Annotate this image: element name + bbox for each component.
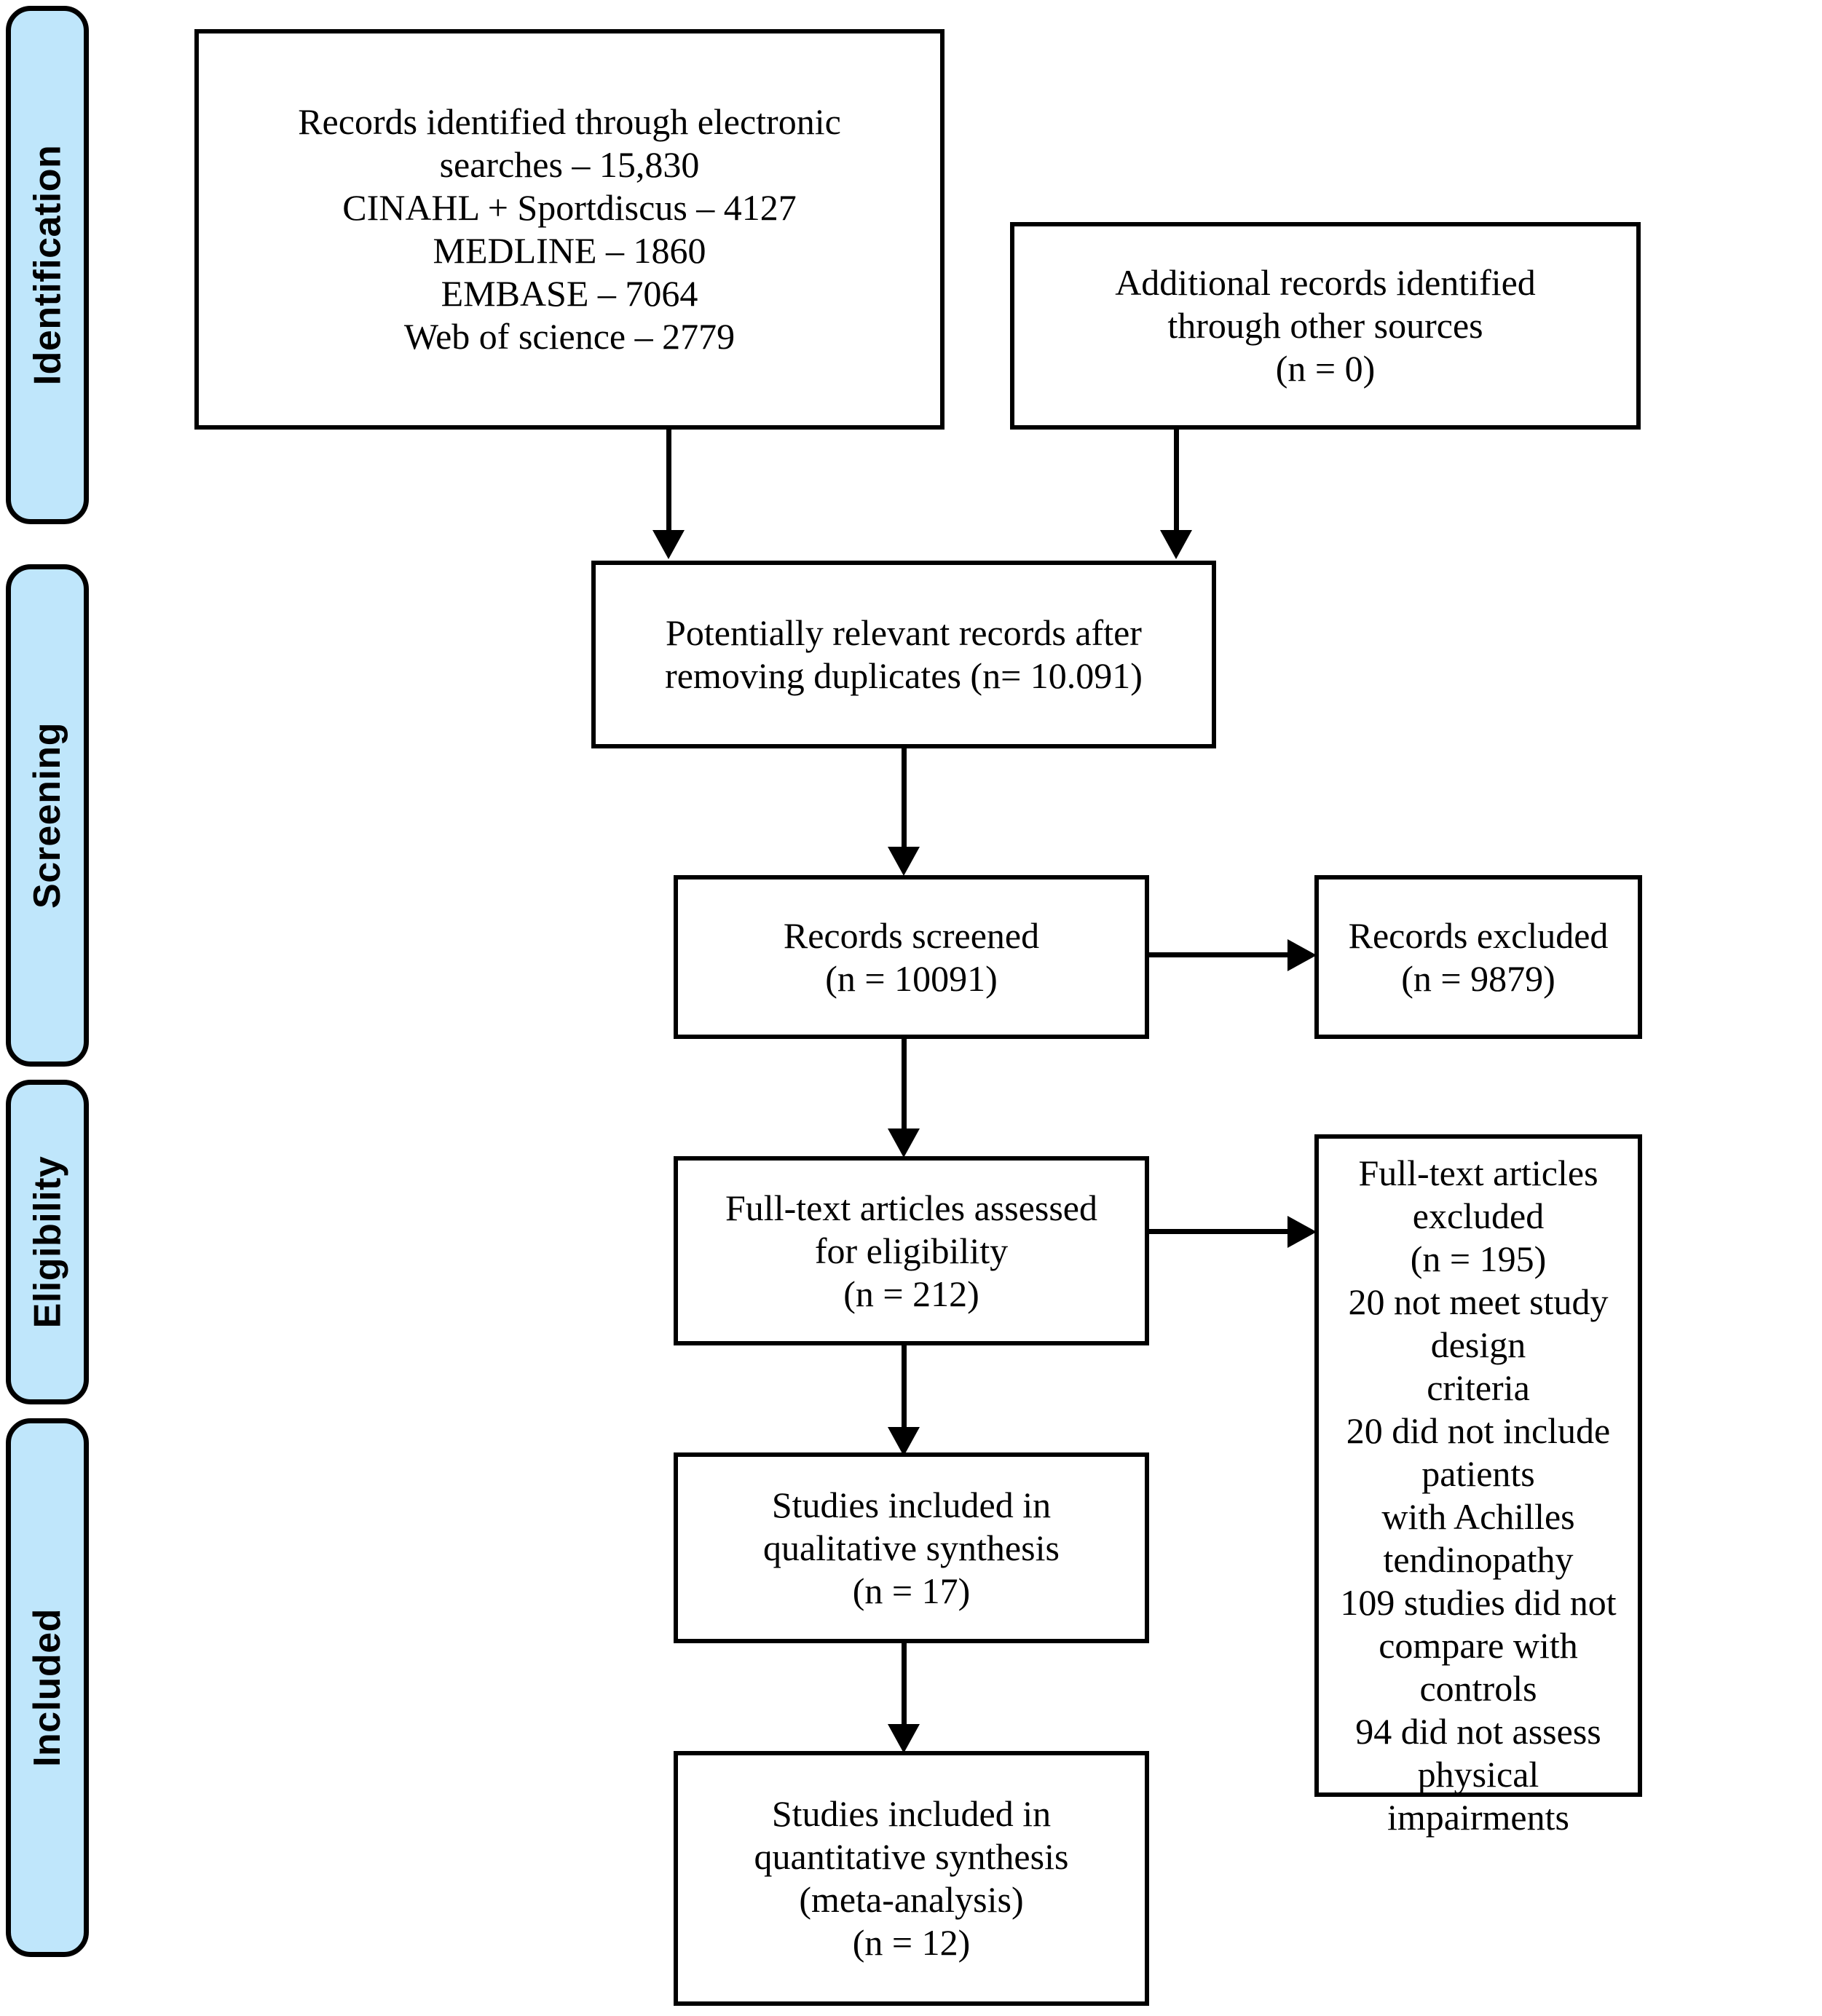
box-fulltext-excluded: Full-text articles excluded (n = 195) 20… <box>1314 1134 1642 1838</box>
box-additional-records: Additional records identified through ot… <box>1010 222 1641 430</box>
box-after-duplicates: Potentially relevant records after remov… <box>591 561 1216 748</box>
box-after-duplicates-text: Potentially relevant records after remov… <box>665 612 1143 696</box>
box-fulltext-excluded-text: Full-text articles excluded (n = 195) 20… <box>1340 1153 1617 1838</box>
arrow-additional-to-duplicates <box>1160 530 1192 559</box>
arrow-duplicates-to-screened <box>888 847 920 876</box>
box-records-screened-text: Records screened (n = 10091) <box>783 914 1040 999</box>
connector-qualitative-to-quantitative <box>902 1643 907 1729</box>
connector-fulltext-to-qualitative <box>902 1345 907 1433</box>
box-records-identified: Records identified through electronic se… <box>194 29 944 430</box>
stage-label-included: Included <box>6 1418 89 1957</box>
connector-screened-to-fulltext <box>902 1039 907 1132</box>
box-fulltext-assessed-text: Full-text articles assessed for eligibil… <box>725 1187 1097 1314</box>
arrow-fulltext-to-qualitative <box>888 1427 920 1456</box>
box-quantitative-synthesis-text: Studies included in quantitative synthes… <box>754 1793 1069 1963</box>
arrow-qualitative-to-quantitative <box>888 1724 920 1753</box>
arrow-screened-to-excluded <box>1287 939 1317 971</box>
stage-label-screening-text: Screening <box>26 722 69 909</box>
box-fulltext-assessed: Full-text articles assessed for eligibil… <box>674 1156 1149 1345</box>
box-records-identified-text: Records identified through electronic se… <box>298 101 841 357</box>
stage-label-included-text: Included <box>26 1608 69 1767</box>
box-quantitative-synthesis: Studies included in quantitative synthes… <box>674 1751 1149 2006</box>
stage-label-eligibility-text: Eligibility <box>26 1155 69 1329</box>
stage-label-identification-text: Identification <box>26 144 68 386</box>
box-additional-records-text: Additional records identified through ot… <box>1115 262 1536 389</box>
connector-screened-to-excluded <box>1149 952 1289 957</box>
arrow-identified-to-duplicates <box>652 530 685 559</box>
connector-duplicates-to-screened <box>902 748 907 849</box>
box-records-excluded-text: Records excluded (n = 9879) <box>1348 914 1609 999</box>
connector-identified-to-duplicates <box>666 430 671 531</box>
connector-fulltext-to-excluded <box>1149 1229 1289 1234</box>
box-qualitative-synthesis: Studies included in qualitative synthesi… <box>674 1452 1149 1643</box>
stage-label-eligibility: Eligibility <box>6 1080 89 1404</box>
box-records-screened: Records screened (n = 10091) <box>674 875 1149 1039</box>
box-records-excluded: Records excluded (n = 9879) <box>1314 875 1642 1039</box>
arrow-screened-to-fulltext <box>888 1128 920 1158</box>
stage-label-screening: Screening <box>6 564 89 1067</box>
stage-label-identification: Identification <box>6 6 89 524</box>
arrow-fulltext-to-excluded <box>1287 1216 1317 1248</box>
connector-additional-to-duplicates <box>1174 430 1179 531</box>
box-qualitative-synthesis-text: Studies included in qualitative synthesi… <box>763 1484 1060 1611</box>
